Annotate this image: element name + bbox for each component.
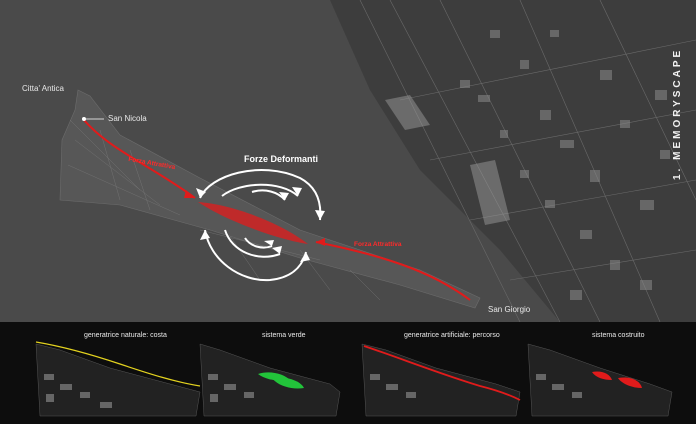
label-san-nicola: San Nicola: [108, 114, 147, 123]
main-map: Citta' Antica San Nicola San Giorgio For…: [0, 0, 696, 322]
main-map-drawing: [59, 0, 696, 322]
analysis-panels-drawing: [35, 341, 673, 417]
attractive-force-path: [83, 119, 471, 301]
san-nicola-marker: [82, 117, 86, 121]
analysis-strip: generatrice naturale: costa sistema verd…: [0, 322, 696, 424]
deforming-force-arrowheads: [196, 187, 325, 262]
deformation-zone: [198, 202, 308, 244]
panel-title-verde: sistema verde: [262, 332, 306, 339]
path-highlight: [363, 345, 521, 401]
deforming-force-arrows: [199, 169, 322, 282]
coastline-highlight: [35, 341, 201, 387]
coastal-strip: [59, 89, 481, 309]
panel-built-system-map: [527, 343, 673, 417]
label-forza-attrattiva-right: Forza Attrattiva: [354, 241, 402, 248]
vertical-title: 1. MEMORYSCAPE: [672, 47, 683, 180]
label-citta-antica: Citta' Antica: [22, 84, 64, 93]
label-forze-deformanti: Forze Deformanti: [244, 154, 319, 164]
label-san-giorgio: San Giorgio: [488, 305, 531, 314]
built-area-1: [592, 371, 612, 380]
green-area-2: [272, 377, 304, 389]
panel-title-percorso: generatrice artificiale: percorso: [404, 332, 500, 339]
panel-green-system-map: [199, 343, 341, 417]
city-texture: [330, 0, 696, 322]
panel-title-costa: generatrice naturale: costa: [84, 332, 167, 339]
panel-artificial-path-map: [361, 343, 521, 417]
panel-natural-coast-map: [35, 341, 201, 417]
panel-title-costruito: sistema costruito: [592, 332, 645, 339]
built-area-2: [618, 377, 642, 388]
